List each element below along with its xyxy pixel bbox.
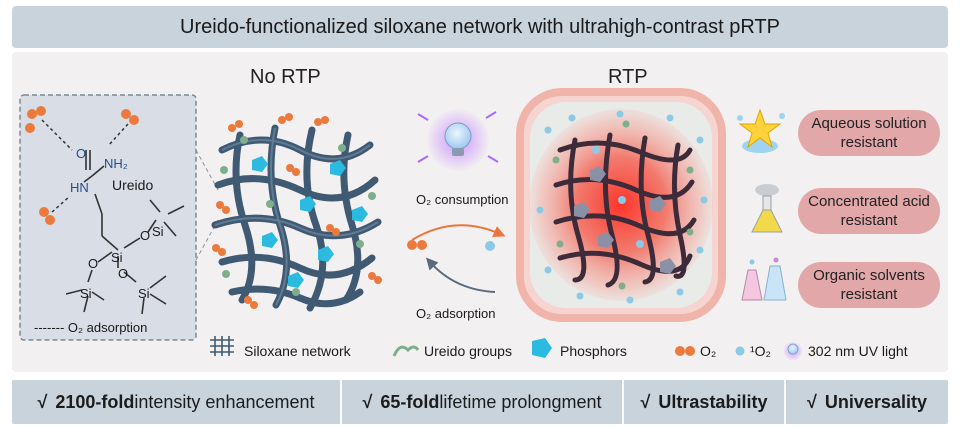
resistance-pill-acid: Concentrated acid resistant [798,188,940,234]
ureido-molecule-inset [19,94,219,341]
siloxane-network-rtp [516,88,726,322]
summary-ultrastability: √ Ultrastability [624,380,786,424]
summary-intensity: √ 2100-fold intensity enhancement [12,380,342,424]
atom-o: O [118,266,128,281]
atom-si: Si [111,250,123,265]
atom-hn: HN [70,180,89,195]
summary-universality: √ Universality [807,391,927,412]
atom-si: Si [152,224,164,239]
atom-o: O [88,256,98,271]
singlet-oxygen-legend-icon [735,346,745,356]
phosphor-legend-icon [532,338,552,358]
oxygen-legend-icon [675,346,695,356]
singlet-oxygen-icon [485,241,495,251]
uv-light-legend-icon [783,341,803,361]
star-water-icon [737,108,785,153]
legend-siloxane: Siloxane network [244,343,352,359]
legend-phosphors: Phosphors [560,343,627,359]
heading-rtp: RTP [608,66,648,88]
resistance-pill-organic: Organic solvents resistant [798,262,940,308]
legend-uv: 302 nm UV light [808,343,908,359]
solvent-flasks-icon [741,257,787,301]
acid-flask-icon [751,184,783,233]
ureido-legend-icon [392,345,420,357]
oxygen-icon [407,240,427,250]
title-bar: Ureido-functionalized siloxane network w… [12,6,948,48]
atom-o: O [76,146,86,161]
consumption-arrow [411,224,506,241]
oxygen-icon [25,106,139,225]
dashed-legend: ------- O₂ adsorption [34,320,147,335]
consumption-label: O₂ consumption [416,192,508,207]
siloxane-network-no-rtp [211,113,382,312]
atom-o: O [140,228,150,243]
bottom-summary-bar: √ 2100-fold intensity enhancement √ 65-f… [12,380,948,424]
legend-singlet-o2: ¹O₂ [750,343,771,359]
legend-ureido: Ureido groups [424,343,512,359]
atom-si: Si [138,286,150,301]
phosphor-marks [252,156,368,288]
adsorption-arrow [426,257,496,293]
summary-lifetime: √ 65-fold lifetime prolongment [342,380,624,424]
siloxane-legend-icon [210,336,234,356]
heading-no-rtp: No RTP [250,66,321,88]
legend-o2: O₂ [700,343,716,359]
atom-si: Si [80,286,92,301]
resistance-pill-aqueous: Aqueous solution resistant [798,110,940,156]
ureido-label: Ureido [112,177,153,193]
uv-bulb-icon [417,108,499,172]
figure-title: Ureido-functionalized siloxane network w… [180,15,780,38]
atom-nh2: NH₂ [104,156,128,171]
adsorption-label: O₂ adsorption [416,306,495,321]
